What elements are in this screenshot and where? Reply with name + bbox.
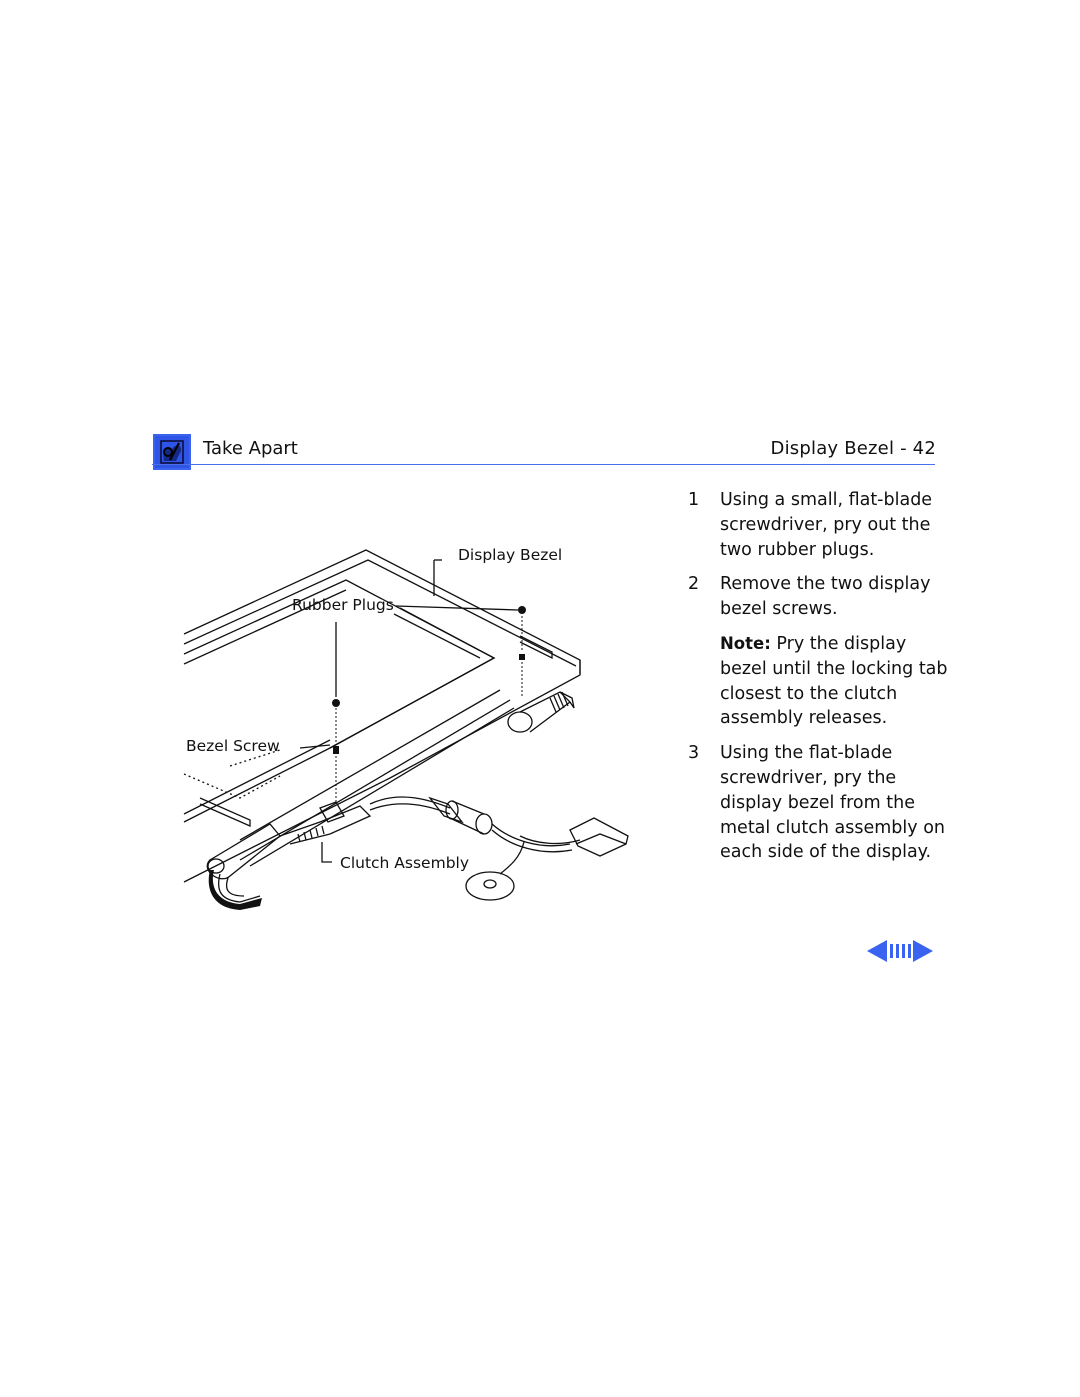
step-item: 2 Remove the two display bezel screws.	[688, 572, 948, 622]
left-arrow-icon[interactable]	[866, 939, 888, 967]
right-arrow-icon[interactable]	[912, 939, 934, 967]
rubber-plugs-callout: Rubber Plugs	[292, 596, 394, 614]
display-bezel-callout: Display Bezel	[458, 546, 563, 564]
step-text: Using the flat-blade screwdriver, pry th…	[720, 743, 945, 863]
step-text: Remove the two display bezel screws.	[720, 574, 931, 620]
step-item: 1 Using a small, flat-blade screwdriver,…	[688, 488, 948, 562]
step-text: Using a small, flat-blade screwdriver, p…	[720, 490, 933, 560]
page-navigation	[866, 939, 936, 967]
note-label: Note:	[720, 633, 771, 653]
step-item: 3 Using the flat-blade screwdriver, pry …	[688, 741, 948, 865]
note-text: Pry the display bezel until the locking …	[720, 633, 948, 729]
note-block: Note: Pry the display bezel until the lo…	[688, 632, 948, 731]
page-header: Take Apart Display Bezel - 42	[152, 432, 936, 470]
apple-service-logo-icon	[152, 433, 192, 471]
header-divider	[152, 464, 935, 465]
bezel-screw-callout: Bezel Screw	[186, 737, 280, 755]
step-number: 3	[688, 743, 700, 764]
clutch-assembly-callout: Clutch Assembly	[340, 854, 470, 872]
page-title: Display Bezel - 42	[770, 438, 936, 459]
display-bezel-illustration: Display Bezel Rubber Plugs Bezel Screw C…	[180, 540, 640, 920]
page-index-icon[interactable]	[888, 939, 912, 967]
step-number: 1	[688, 490, 700, 510]
procedure-steps: 1 Using a small, flat-blade screwdriver,…	[688, 488, 948, 875]
step-number: 2	[688, 574, 700, 595]
section-title: Take Apart	[203, 438, 298, 459]
